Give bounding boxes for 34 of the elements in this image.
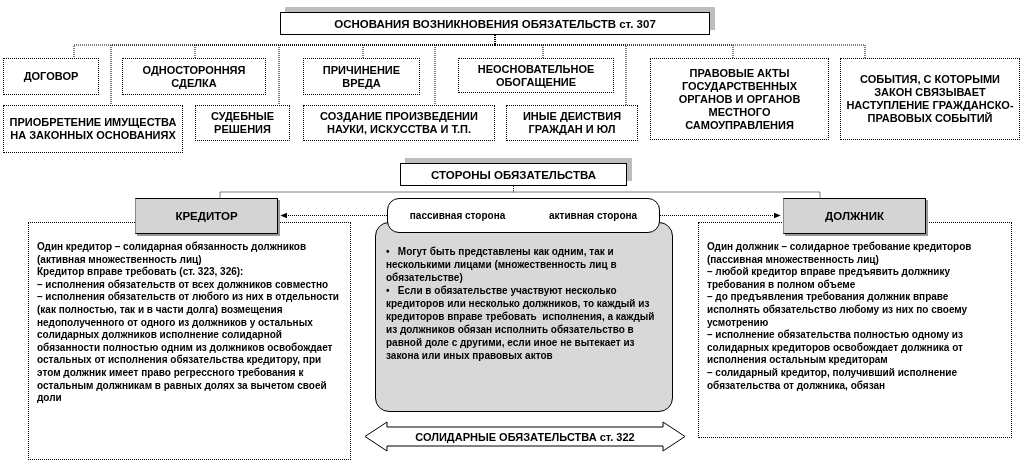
bullet-text: • Если в обязательстве участвуют несколько кредиторов или несколько должников, то каждый из кредиторов вправе требовать исполнения, а каждый из должников обязан исполнить обязательство в равной доле с другими, если иное не вытекает из закона или иных правовых актов (386, 284, 656, 362)
category-box: ОДНОСТОРОННЯЯ СДЕЛКА (122, 58, 266, 95)
banner-text: СОЛИДАРНЫЕ ОБЯЗАТЕЛЬСТВА ст. 322 (415, 430, 635, 443)
label-text: пассивная сторона (409, 210, 506, 221)
category-box: ПРАВОВЫЕ АКТЫ ГОСУДАРСТВЕННЫХ ОРГАНОВ И ОРГАНОВ МЕСТНОГО САМОУПРАВЛЕНИЯ (650, 58, 829, 140)
bullet-text: • Могут быть представлены как одним, так и несколькими лицами (множественность лиц в обязательстве) (386, 245, 618, 284)
arrow (280, 212, 388, 219)
paragraph: – исполнения обязательств от всех должников совместно (37, 278, 330, 292)
paragraph: Один должник – солидарное требование кредиторов (пассивная множественность лиц) (707, 241, 973, 266)
paragraph: Кредитор вправе требовать (ст. 323, 326): (37, 266, 245, 279)
category-box: СОЗДАНИЕ ПРОИЗВЕДЕНИИ НАУКИ, ИСКУССТВА И Т.П. (303, 105, 495, 141)
rounded-info-panel (375, 222, 673, 412)
party-tab: КРЕДИТОР (135, 198, 278, 234)
rounded-label-box (387, 198, 660, 233)
connector-line (494, 34, 627, 106)
paragraph: – исполнения обязательств от любого из них в отдельности (как полностью, так и в части долга) возмещения недополученного от одного из должников у остальных солидарных должников исполнение солидарной обязанности полностью одним из должников освобождает остальных от исполнения обязательства кредитору, при этом должник имеет право регрессного требования к остальным должникам в равных долях за вычетом своей доли (37, 291, 340, 405)
category-box: ИНЫЕ ДЕИСТВИЯ ГРАЖДАН И ЮЛ (506, 105, 638, 141)
category-box: СОБЫТИЯ, С КОТОРЫМИ ЗАКОН СВЯЗЫВАЕТ НАСТУПЛЕНИЕ ГРАЖДАНСКО-ПРАВОВЫХ СОБЫТИЙ (840, 58, 1020, 140)
category-box: ПРИОБРЕТЕНИЕ ИМУЩЕСТВА НА ЗАКОННЫХ ОСНОВАНИЯХ (3, 105, 183, 153)
party-tab: ДОЛЖНИК (783, 198, 926, 234)
arrow (659, 212, 781, 219)
paragraph: Один кредитор – солидарная обязанность должников (активная множественность лиц) (37, 241, 308, 266)
category-box: ДОГОВОР (3, 58, 99, 95)
paragraph: – солидарный кредитор, получивший исполнение обязательства от должника, обязан (707, 366, 958, 393)
category-box: СУДЕБНЫЕ РЕШЕНИЯ (195, 105, 290, 141)
label-text: активная сторона (548, 210, 638, 221)
description-panel (698, 222, 1012, 438)
description-panel (28, 222, 351, 460)
double-arrow-banner (365, 421, 685, 452)
category-box: ПРИЧИНЕНИЕ ВРЕДА (303, 58, 420, 95)
paragraph: – исполнение обязательства полностью одному из солидарных кредиторов освобождает должника от исполнения остальным кредиторам (707, 329, 964, 367)
paragraph: – любой кредитор вправе предъявить должнику требования в полном объеме (707, 266, 952, 292)
category-box: НЕОСНОВАТЕЛЬНОЕ ОБОГАЩЕНИЕ (458, 58, 614, 93)
paragraph: – до предъявления требования должник вправе исполнять обязательство любому из них по своему усмотрению (707, 291, 969, 329)
